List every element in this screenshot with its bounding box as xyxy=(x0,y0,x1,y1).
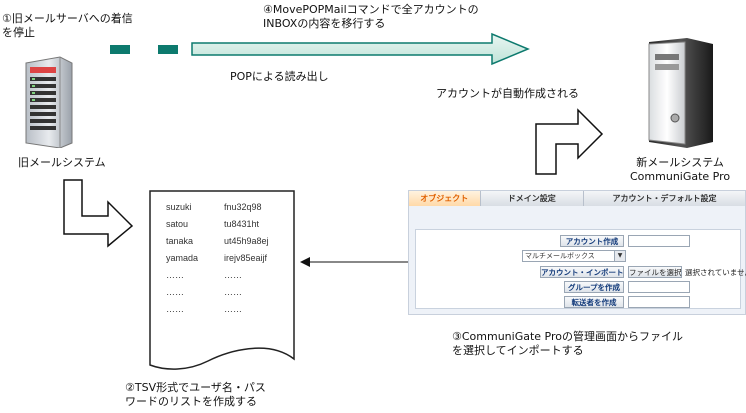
auto-create-label: アカウントが自動作成される xyxy=(436,87,579,100)
tsv-password: tu8431ht xyxy=(224,219,260,229)
tsv-password: …… xyxy=(224,304,242,314)
tsv-row: satou tu8431ht xyxy=(166,219,296,236)
account-name-field[interactable] xyxy=(628,235,690,247)
migration-arrow xyxy=(110,32,530,66)
tsv-password: …… xyxy=(224,287,242,297)
step3-label: ③CommuniGate Proの管理画面からファイル を選択してインポートする xyxy=(452,330,683,357)
old-system-label: 旧メールシステム xyxy=(18,156,106,169)
tsv-user: …… xyxy=(166,287,184,297)
tsv-password: fnu32q98 xyxy=(224,202,262,212)
tsv-user: …… xyxy=(166,304,184,314)
pop-label: POPによる読み出し xyxy=(230,70,329,83)
tsv-row: yamada irejv85eaijf xyxy=(166,253,296,270)
create-group-button[interactable]: グループを作成 xyxy=(564,281,624,293)
tab-domain-settings[interactable]: ドメイン設定 xyxy=(480,191,584,206)
tab-account-defaults[interactable]: アカウント・デフォルト設定 xyxy=(583,191,745,206)
tsv-user: tanaka xyxy=(166,236,194,246)
tsv-user: suzuki xyxy=(166,202,192,212)
tsv-password: irejv85eaijf xyxy=(224,253,268,263)
admin-panel: オブジェクト ドメイン設定 アカウント・デフォルト設定 アカウント作成 マルチメ… xyxy=(408,190,746,315)
new-system-label: 新メールシステム CommuniGate Pro xyxy=(630,156,731,183)
step2-label: ②TSV形式でユーザ名・パス ワードのリストを作成する xyxy=(125,381,266,408)
admin-form: アカウント作成 マルチメールボックス▼ アカウント・インポート ファイルを選択 … xyxy=(415,229,746,309)
group-name-field[interactable] xyxy=(628,281,690,293)
tsv-row: suzuki fnu32q98 xyxy=(166,202,296,219)
admin-tabs: オブジェクト ドメイン設定 アカウント・デフォルト設定 xyxy=(409,191,745,206)
old-server-icon xyxy=(25,56,73,148)
import-arrow xyxy=(300,257,412,267)
tsv-password: ut45h9a8ej xyxy=(224,236,269,246)
import-account-button[interactable]: アカウント・インポート xyxy=(540,266,624,278)
step1-label: ①旧メールサーバへの着信 を停止 xyxy=(2,12,133,39)
create-forwarder-button[interactable]: 転送者を作成 xyxy=(564,296,624,308)
tsv-row: …… …… xyxy=(166,287,296,304)
create-account-button[interactable]: アカウント作成 xyxy=(560,235,624,247)
no-file-text: 選択されていません xyxy=(685,268,746,277)
dash-2 xyxy=(158,45,178,54)
tsv-row: …… …… xyxy=(166,270,296,287)
tsv-list: suzuki fnu32q98 satou tu8431ht tanaka ut45h9a… xyxy=(166,202,296,321)
forwarder-name-field[interactable] xyxy=(628,296,690,308)
dash-1 xyxy=(110,45,130,54)
tsv-document xyxy=(149,190,295,370)
tsv-user: …… xyxy=(166,270,184,280)
tsv-row: tanaka ut45h9a8ej xyxy=(166,236,296,253)
tsv-password: …… xyxy=(224,270,242,280)
tsv-arrow xyxy=(63,179,134,248)
tab-object[interactable]: オブジェクト xyxy=(409,191,481,206)
arrow-body xyxy=(191,32,530,66)
choose-file-button[interactable]: ファイルを選択 xyxy=(628,266,682,278)
auto-create-arrow xyxy=(535,108,604,175)
new-server-icon xyxy=(648,38,713,148)
tsv-row: …… …… xyxy=(166,304,296,321)
mailbox-type-select[interactable]: マルチメールボックス▼ xyxy=(522,250,626,262)
tsv-user: satou xyxy=(166,219,189,229)
step4-label: ④MovePOPMailコマンドで全アカウントの INBOXの内容を移行する xyxy=(263,3,479,30)
chevron-down-icon: ▼ xyxy=(614,251,625,261)
tsv-user: yamada xyxy=(166,253,199,263)
